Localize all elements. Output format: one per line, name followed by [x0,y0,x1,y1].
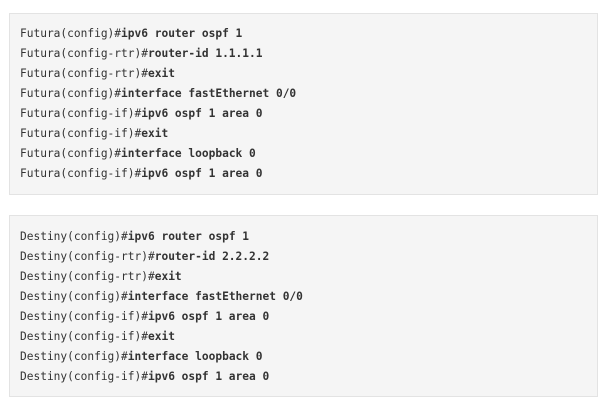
code-line: Destiny(config-if)#ipv6 ospf 1 area 0 [20,367,269,387]
code-prompt: Destiny(config)# [20,290,128,303]
code-line: Destiny(config)#interface loopback 0 [20,347,263,367]
code-line: Futura(config)#interface fastEthernet 0/… [20,84,296,104]
code-line: Destiny(config-rtr)#router-id 2.2.2.2 [20,247,269,267]
code-line: Futura(config-if)#ipv6 ospf 1 area 0 [20,104,263,124]
code-command: interface fastEthernet 0/0 [121,87,297,100]
code-prompt: Destiny(config-rtr)# [20,270,155,283]
code-block-futura: Futura(config)#ipv6 router ospf 1 Futura… [9,13,598,195]
code-line: Futura(config-if)#exit [20,124,168,144]
code-prompt: Futura(config-if)# [20,107,142,120]
code-command: exit [147,67,175,80]
code-command: ipv6 ospf 1 area 0 [141,107,263,120]
code-line: Destiny(config)#ipv6 router ospf 1 [20,227,249,247]
code-command: router-id 1.1.1.1 [147,47,263,60]
code-line: Futura(config-rtr)#router-id 1.1.1.1 [20,44,263,64]
code-prompt: Destiny(config)# [20,350,128,363]
code-prompt: Destiny(config-if)# [20,370,148,383]
code-prompt: Futura(config)# [20,147,122,160]
code-prompt: Futura(config-if)# [20,167,142,180]
code-prompt: Futura(config)# [20,87,122,100]
code-command: ipv6 ospf 1 area 0 [141,167,263,180]
code-command: interface loopback 0 [121,147,256,160]
code-prompt: Futura(config)# [20,27,122,40]
code-line: Futura(config-if)#ipv6 ospf 1 area 0 [20,164,263,184]
code-line: Destiny(config-if)#ipv6 ospf 1 area 0 [20,307,269,327]
code-command: interface loopback 0 [127,350,263,363]
code-line: Futura(config-rtr)#exit [20,64,175,84]
code-prompt: Futura(config-rtr)# [20,67,148,80]
code-prompt: Destiny(config-rtr)# [20,250,155,263]
code-command: ipv6 ospf 1 area 0 [147,310,270,323]
code-command: ipv6 ospf 1 area 0 [147,370,270,383]
code-prompt: Destiny(config-if)# [20,310,148,323]
code-command: ipv6 router ospf 1 [121,27,243,40]
code-prompt: Destiny(config-if)# [20,330,148,343]
code-command: exit [147,330,175,343]
code-command: router-id 2.2.2.2 [154,250,270,263]
code-command: exit [141,127,169,140]
code-command: ipv6 router ospf 1 [127,230,250,243]
code-line: Destiny(config)#interface fastEthernet 0… [20,287,303,307]
code-prompt: Futura(config-if)# [20,127,142,140]
code-prompt: Destiny(config)# [20,230,128,243]
code-line: Futura(config)#interface loopback 0 [20,144,256,164]
code-command: exit [154,270,182,283]
code-command: interface fastEthernet 0/0 [127,290,303,303]
code-block-destiny: Destiny(config)#ipv6 router ospf 1 Desti… [9,215,598,397]
code-line: Destiny(config-rtr)#exit [20,267,182,287]
code-line: Futura(config)#ipv6 router ospf 1 [20,24,242,44]
code-prompt: Futura(config-rtr)# [20,47,148,60]
code-line: Destiny(config-if)#exit [20,327,175,347]
